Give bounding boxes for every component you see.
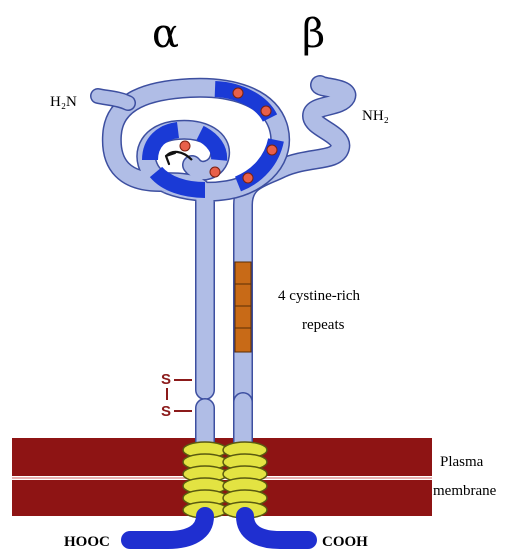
beta-chain [235,85,346,445]
cystine-label-line2: repeats [302,317,345,333]
membrane-label-line2: membrane [433,483,497,499]
disulfide-bond: S S [161,371,192,420]
cystine-repeat [235,262,251,284]
beta-heading: β [302,11,325,57]
beta-n-terminus-label: NH₂ [362,108,389,124]
cystine-repeat [235,328,251,352]
dot [180,141,190,151]
alpha-c-terminus-label: HOOC [64,534,110,550]
cystine-repeats [235,262,251,352]
alpha-transmembrane-helix [183,442,227,518]
dot [243,173,253,183]
beta-c-terminus-label: COOH [322,534,368,550]
alpha-heading: α [152,11,179,57]
dot [210,167,220,177]
cystine-repeat [235,284,251,306]
membrane-label-line1: Plasma [440,454,484,470]
alpha-n-terminus-label: H₂N [50,94,77,110]
cystine-label-line1: 4 cystine-rich [278,288,361,304]
alpha-cytoplasmic-tail [130,516,205,540]
dot [267,145,277,155]
dot [261,106,271,116]
disulfide-s-top: S [161,371,171,388]
beta-transmembrane-helix [223,442,267,518]
dot [233,88,243,98]
cystine-repeat [235,306,251,328]
beta-cytoplasmic-tail [245,516,308,540]
disulfide-s-bottom: S [161,403,171,420]
